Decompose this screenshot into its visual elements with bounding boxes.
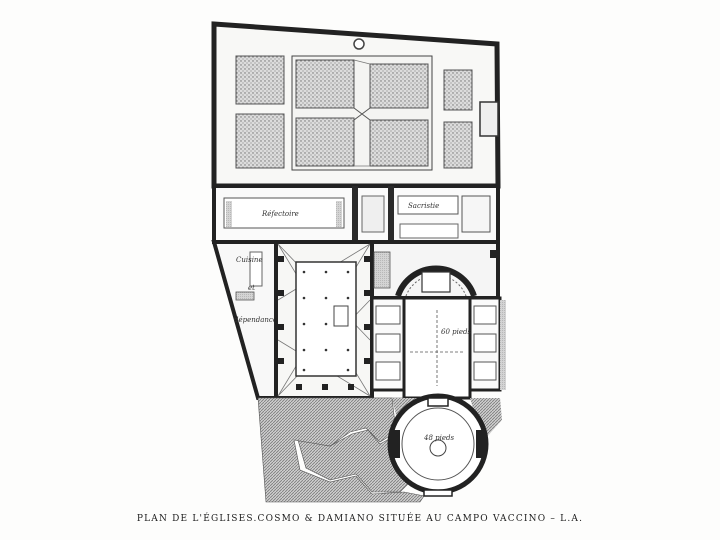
refectory-wing: Réfectoire Sacristie: [212, 184, 500, 244]
cloister: [274, 240, 374, 400]
nave-dimension: 60 pieds: [441, 328, 471, 336]
garden-courtyard: [211, 21, 501, 189]
ruins-ground: [257, 397, 502, 503]
sacristie-label: Sacristie: [408, 202, 439, 210]
cuisine-label: Cuisine: [236, 256, 263, 264]
kitchen-wing: Cuisine et dépendances: [211, 240, 281, 400]
et-label: et: [248, 284, 255, 292]
apse-area: [370, 240, 500, 300]
refectoire-label: Réfectoire: [261, 210, 299, 218]
rotunda-dimension: 48 pieds: [423, 434, 454, 442]
church-nave: 60 pieds: [370, 296, 506, 400]
dependances-label: dépendances: [234, 316, 281, 324]
rotunda: 48 pieds: [387, 393, 489, 497]
plate-caption: PLAN DE L'ÉGLISES.COSMO & DAMIANO SITUÉE…: [136, 514, 584, 524]
